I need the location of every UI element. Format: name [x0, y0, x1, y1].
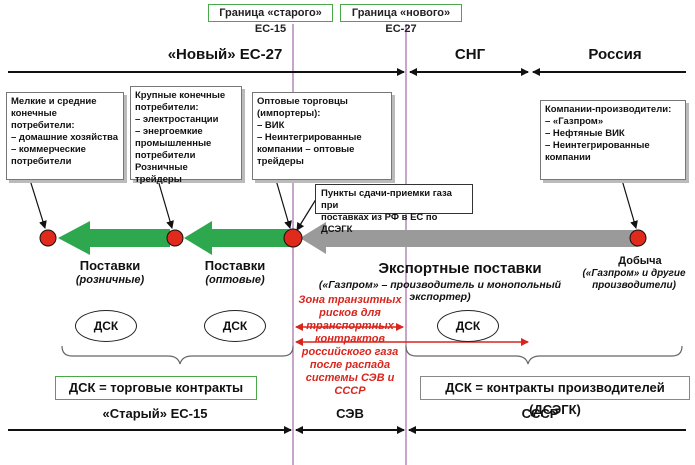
producer-contracts-box: ДСК = контракты производителей (ДСЭГК)	[420, 376, 690, 417]
card-small-consumers: Мелкие и средние конечные потребители: –…	[6, 92, 124, 180]
region-eu27: «Новый» ЕС-27	[167, 46, 283, 63]
dsk-oval-1: ДСК	[75, 310, 137, 342]
delivery-points-note: Пункты сдачи-приемки газа при поставках …	[315, 184, 473, 235]
card-large-consumers: Крупные конечные потребители: – электрос…	[130, 86, 242, 185]
node-retail	[39, 229, 57, 247]
export-arrow	[300, 222, 638, 254]
pointer-note	[296, 195, 319, 231]
wholesale-supply-label: Поставки	[204, 258, 266, 273]
bottom-eu15-label: «Старый» ЕС-15	[102, 406, 208, 421]
dsk-oval-2: ДСК	[204, 310, 266, 342]
production-sublabel: («Газпром» и другие производители)	[582, 268, 686, 291]
card-producers: Компании-производители: – «Газпром» – Не…	[540, 100, 686, 180]
dsk-oval-3: ДСК	[437, 310, 499, 342]
bottom-ussr-label: СССР	[521, 406, 559, 421]
brace-left	[61, 345, 294, 365]
brace-right	[405, 345, 683, 365]
node-production	[629, 229, 647, 247]
pointer-wholesale	[275, 179, 292, 229]
old-eu-border-label: Граница «старого» ЕС-15	[208, 4, 333, 35]
region-russia: Россия	[588, 46, 642, 63]
pointer-producers	[621, 179, 638, 229]
retail-supply-label: Поставки	[79, 258, 141, 273]
pointer-small	[29, 179, 47, 229]
export-supply-sublabel: («Газпром» – производитель и монопольный…	[318, 279, 562, 303]
node-delivery	[283, 228, 303, 248]
retail-supply-sublabel: (розничные)	[75, 274, 145, 286]
new-eu-border-label: Граница «нового» ЕС-27	[340, 4, 462, 35]
wholesale-supply-sublabel: (оптовые)	[205, 274, 265, 286]
pointer-large	[157, 179, 174, 229]
bottom-sev-label: СЭВ	[336, 406, 364, 421]
node-wholesale	[166, 229, 184, 247]
wholesale-arrow	[184, 221, 289, 255]
export-supply-label: Экспортные поставки	[378, 260, 542, 277]
retail-arrow	[58, 221, 170, 255]
transit-risk-zone-text: Зона транзитных рисков для транспортных …	[298, 294, 402, 397]
region-cis: СНГ	[454, 46, 486, 63]
card-wholesalers: Оптовые торговцы (импортеры): – ВИК – Не…	[252, 92, 392, 180]
trade-contracts-box: ДСК = торговые контракты	[55, 376, 257, 400]
production-label: Добыча	[618, 255, 662, 267]
